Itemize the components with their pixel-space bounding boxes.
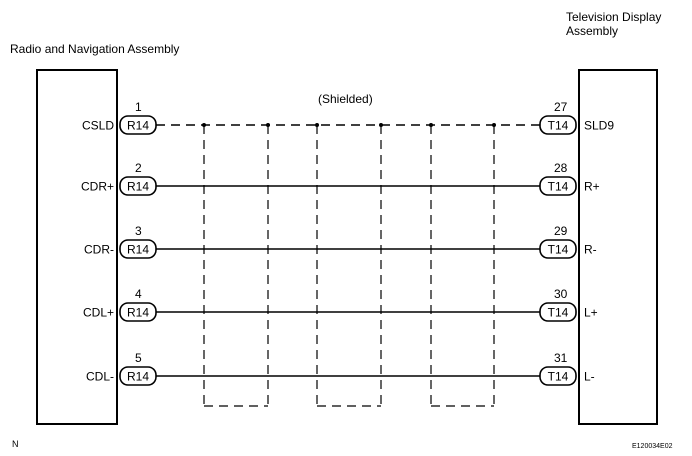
right-connector-label: T14 [548, 180, 569, 194]
right-pin-number: 28 [554, 161, 568, 175]
footer-left-code: N [12, 439, 19, 449]
left-assembly-box [36, 69, 118, 425]
right-connector-label: T14 [548, 370, 569, 384]
left-connector-label: R14 [127, 306, 149, 320]
left-pin-number: 2 [135, 161, 142, 175]
left-pin-number: 4 [135, 287, 142, 301]
left-connector-label: R14 [127, 370, 149, 384]
right-assembly-title-line1: Television Display [566, 10, 662, 24]
left-pin-number: 1 [135, 100, 142, 114]
right-connector-shape [539, 115, 577, 135]
right-connector-label: T14 [548, 119, 569, 133]
right-signal-name: L+ [584, 306, 598, 320]
left-connector-shape [119, 176, 157, 196]
left-pin-number: 5 [135, 351, 142, 365]
left-pin-number: 3 [135, 224, 142, 238]
right-signal-name: SLD9 [584, 119, 614, 133]
right-connector-shape [539, 239, 577, 259]
left-connector-label: R14 [127, 180, 149, 194]
left-signal-name: CDR+ [81, 180, 114, 194]
left-signal-name: CDL+ [83, 306, 114, 320]
left-connector-label: R14 [127, 243, 149, 257]
right-assembly-box [578, 69, 658, 425]
left-connector-shape [119, 366, 157, 386]
shield-junction-dot [315, 123, 319, 127]
right-connector-label: T14 [548, 306, 569, 320]
right-signal-name: R+ [584, 180, 600, 194]
left-connector-shape [119, 302, 157, 322]
left-connector-label: R14 [127, 119, 149, 133]
footer-right-code: E120034E02 [632, 443, 673, 450]
right-signal-name: L- [584, 370, 595, 384]
left-connector-shape [119, 239, 157, 259]
right-assembly-title-line2: Assembly [566, 24, 619, 38]
right-pin-number: 30 [554, 287, 568, 301]
right-pin-number: 27 [554, 100, 568, 114]
right-connector-shape [539, 302, 577, 322]
right-connector-shape [539, 366, 577, 386]
left-signal-name: CDL- [86, 370, 114, 384]
right-pin-number: 29 [554, 224, 568, 238]
right-connector-shape [539, 176, 577, 196]
left-connector-shape [119, 115, 157, 135]
left-signal-name: CDR- [84, 243, 114, 257]
left-assembly-title: Radio and Navigation Assembly [10, 42, 180, 56]
right-pin-number: 31 [554, 351, 568, 365]
right-signal-name: R- [584, 243, 597, 257]
left-signal-name: CSLD [82, 119, 114, 133]
shield-group [202, 123, 496, 407]
right-connector-label: T14 [548, 243, 569, 257]
shield-label: (Shielded) [318, 92, 373, 106]
